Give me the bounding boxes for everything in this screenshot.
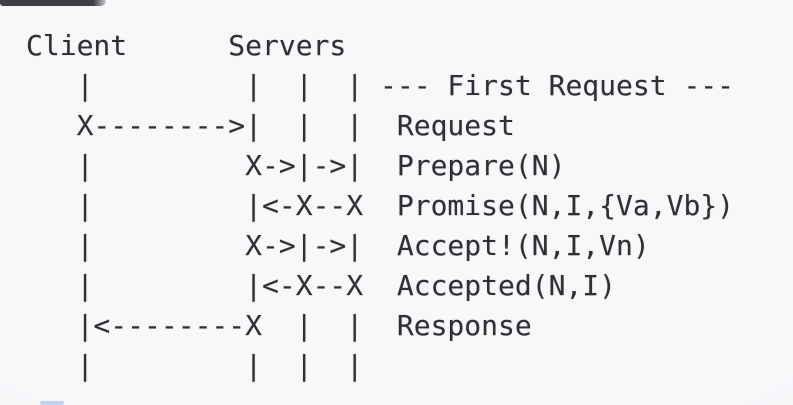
paxos-ascii-sequence-diagram: Client Servers | | | | --- First Request… [26,26,734,386]
ascii-line-accepted: | |<-X--X Accepted(N,I) [26,269,617,302]
top-edge-dark-fragment [0,0,106,6]
ascii-line-lifelines-bottom: | | | | [26,349,364,382]
ascii-line-response: |<--------X | | Response [26,309,532,342]
bottom-edge-blue-artifact [40,401,64,405]
ascii-line-lifelines-section-header: | | | | --- First Request --- [26,69,735,102]
ascii-line-promise: | |<-X--X Promise(N,I,{Va,Vb}) [26,189,735,222]
ascii-line-participants: Client Servers [26,29,347,62]
ascii-line-prepare: | X->|->| Prepare(N) [26,149,566,182]
ascii-line-request: X-------->| | | Request [26,109,515,142]
ascii-line-accept: | X->|->| Accept!(N,I,Vn) [26,229,650,262]
